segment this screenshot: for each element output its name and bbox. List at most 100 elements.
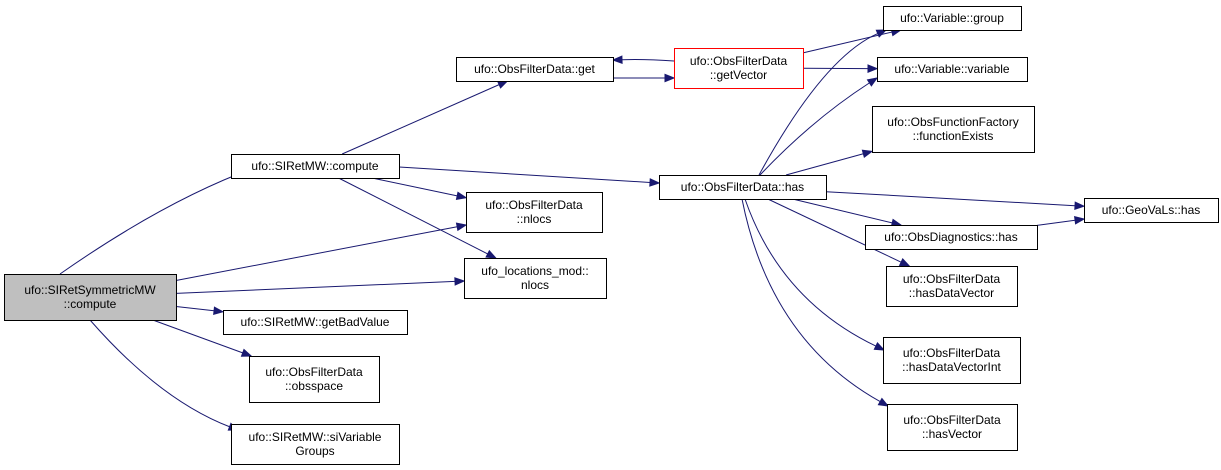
node-variable_group[interactable]: ufo::Variable::group: [883, 6, 1022, 31]
node-label-line: ufo::SIRetMW::siVariable: [249, 430, 382, 444]
node-label-line: ::hasDataVector: [909, 286, 994, 300]
arrowhead: [455, 222, 468, 232]
edge-siret_symmetric_compute-to-si_variable_groups: [89, 319, 240, 431]
edge-line: [792, 198, 893, 224]
edge-diagnostics_has-to-geovals_has: [1036, 216, 1086, 226]
edge-obsfilter_has-to-has_data_vector_int: [744, 198, 886, 351]
node-label-line: ::nlocs: [517, 212, 552, 226]
edge-siret_symmetric_compute-to-obsfilter_nlocs: [175, 222, 468, 282]
node-box: [659, 175, 827, 200]
node-box: [883, 337, 1021, 384]
node-label-line: ufo::ObsFilterData: [903, 272, 1001, 286]
node-box: [466, 192, 603, 233]
edge-line: [398, 166, 651, 183]
node-box: [1084, 198, 1219, 223]
edge-line: [759, 82, 870, 176]
arrowhead: [875, 29, 888, 38]
edge-obsfilter_has-to-has_data_vector: [767, 198, 911, 267]
node-label-line: ufo::ObsFilterData: [903, 413, 1001, 427]
edge-obsfilter_has-to-function_exists: [785, 149, 874, 176]
edge-get_vector-to-obsfilter_get: [611, 55, 675, 65]
node-box: [456, 57, 614, 82]
edge-siret_compute-to-obsfilter_has: [398, 166, 661, 187]
arrowhead: [649, 178, 661, 187]
node-box: [886, 266, 1018, 307]
edge-line: [1036, 219, 1076, 226]
arrowhead: [454, 277, 466, 286]
node-box: [865, 225, 1038, 250]
node-has_data_vector[interactable]: ufo::ObsFilterData::hasDataVector: [886, 266, 1018, 307]
edge-siret_symmetric_compute-to-get_bad_value: [175, 306, 225, 316]
node-box: [883, 6, 1022, 31]
arrowhead: [877, 397, 890, 407]
node-variable_variable[interactable]: ufo::Variable::variable: [877, 57, 1028, 82]
node-obsfilter_nlocs[interactable]: ufo::ObsFilterData::nlocs: [466, 192, 603, 233]
node-label-line: ufo::Variable::group: [900, 11, 1004, 25]
node-has_vector[interactable]: ufo::ObsFilterData::hasVector: [887, 404, 1018, 451]
edge-line: [621, 59, 675, 62]
node-label-line: ufo::ObsDiagnostics::has: [884, 230, 1017, 244]
arrowhead: [455, 191, 468, 201]
edge-line: [175, 226, 458, 282]
node-label-line: ::functionExists: [913, 129, 994, 143]
edge-obsfilter_has-to-has_vector: [741, 198, 890, 407]
arrowhead: [867, 64, 879, 73]
node-label-line: Groups: [295, 444, 334, 458]
arrowhead: [1074, 201, 1086, 211]
node-label-line: ufo::ObsFilterData: [690, 54, 788, 68]
node-box: [223, 310, 408, 335]
node-label-line: ufo::SIRetMW::getBadValue: [241, 315, 390, 329]
node-siret_compute[interactable]: ufo::SIRetMW::compute: [231, 154, 400, 179]
arrowhead: [1074, 216, 1086, 225]
node-function_exists[interactable]: ufo::ObsFunctionFactory::functionExists: [872, 106, 1035, 153]
edge-obsfilter_has-to-variable_variable: [759, 77, 879, 176]
node-box: [872, 106, 1035, 153]
node-label-line: ::getVector: [710, 68, 767, 82]
node-diagnostics_has[interactable]: ufo::ObsDiagnostics::has: [865, 225, 1038, 250]
edge-siret_compute-to-obsfilter_get: [341, 80, 509, 155]
edge-line: [338, 177, 488, 255]
node-label-line: ufo::ObsFilterData: [903, 346, 1001, 360]
node-obsfilter_get[interactable]: ufo::ObsFilterData::get: [456, 57, 614, 82]
node-label-line: ::hasDataVectorInt: [902, 360, 1001, 374]
node-box: [4, 274, 177, 321]
arrowhead: [496, 80, 509, 89]
arrowhead: [873, 341, 886, 351]
node-box: [231, 154, 400, 179]
edge-siret_symmetric_compute-to-obsspace: [152, 319, 253, 357]
node-obsspace[interactable]: ufo::ObsFilterData::obsspace: [249, 356, 380, 403]
node-get_bad_value[interactable]: ufo::SIRetMW::getBadValue: [223, 310, 408, 335]
node-obsfilter_has[interactable]: ufo::ObsFilterData::has: [659, 175, 827, 200]
arrowhead: [866, 77, 879, 87]
node-label-line: ::hasVector: [922, 427, 982, 441]
edge-line: [341, 84, 500, 155]
edge-line: [758, 33, 878, 176]
node-label-line: ufo::ObsFunctionFactory: [887, 115, 1018, 129]
node-box: [887, 404, 1018, 451]
node-locations_nlocs[interactable]: ufo_locations_mod::nlocs: [464, 258, 607, 299]
arrowhead: [898, 258, 911, 267]
arrowhead: [611, 55, 623, 65]
node-label-line: ufo::ObsFilterData: [265, 365, 363, 379]
edge-siret_symmetric_compute-to-locations_nlocs: [175, 277, 466, 294]
edge-line: [175, 306, 215, 312]
node-label-line: ufo::ObsFilterData::has: [681, 180, 804, 194]
node-has_data_vector_int[interactable]: ufo::ObsFilterData::hasDataVectorInt: [883, 337, 1021, 384]
node-siret_symmetric_compute[interactable]: ufo::SIRetSymmetricMW::compute: [4, 274, 177, 321]
node-label-line: ::compute: [64, 297, 117, 311]
node-geovals_has[interactable]: ufo::GeoVaLs::has: [1084, 198, 1219, 223]
edge-line: [152, 319, 243, 354]
node-box: [231, 424, 400, 465]
node-box: [249, 356, 380, 403]
arrowhead: [485, 249, 497, 259]
node-label-line: ufo_locations_mod::: [481, 264, 588, 278]
edge-line: [802, 31, 893, 54]
node-box: [877, 57, 1028, 82]
arrowhead: [213, 306, 225, 316]
node-label-line: ufo::ObsFilterData: [485, 198, 583, 212]
node-label-line: ufo::ObsFilterData::get: [474, 62, 595, 76]
node-get_vector[interactable]: ufo::ObsFilterData::getVector: [674, 48, 804, 89]
edge-line: [825, 191, 1076, 207]
edge-line: [89, 319, 230, 428]
